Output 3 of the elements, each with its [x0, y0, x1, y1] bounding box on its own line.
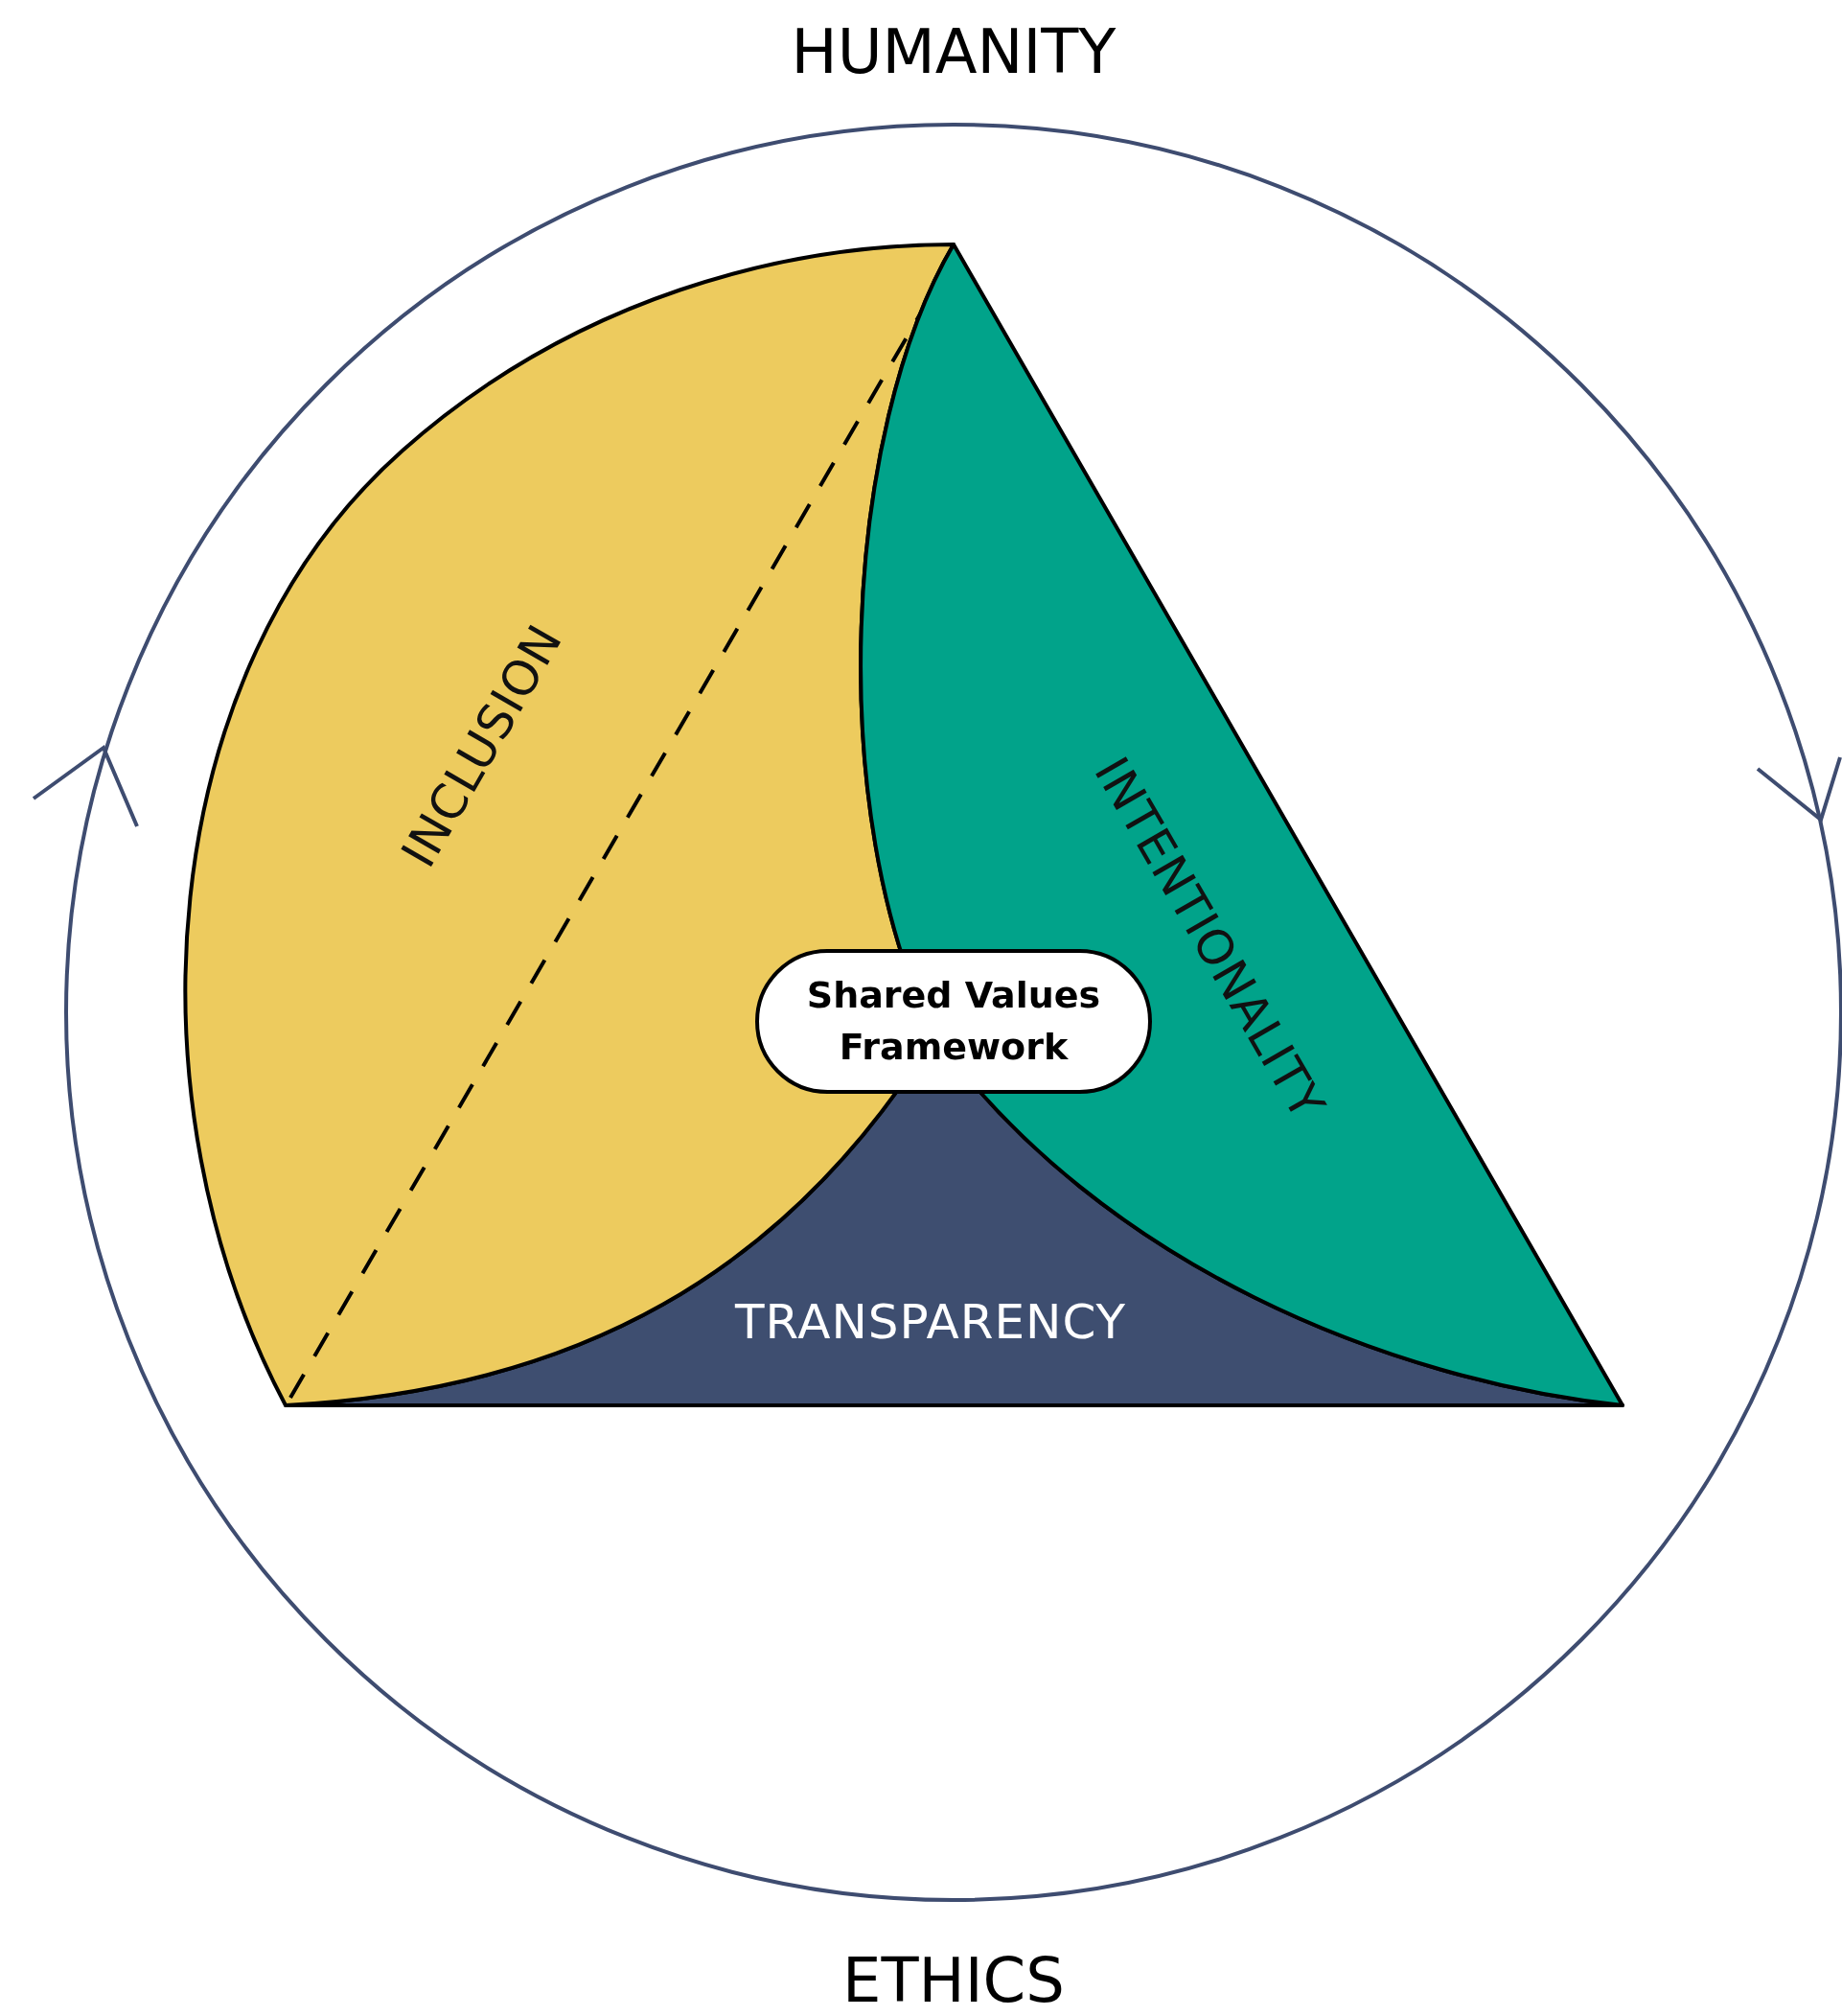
heading: ETHICS	[842, 1945, 1065, 2016]
segment-label: TRANSPARENCY	[734, 1294, 1127, 1350]
heading: HUMANITY	[791, 16, 1117, 87]
